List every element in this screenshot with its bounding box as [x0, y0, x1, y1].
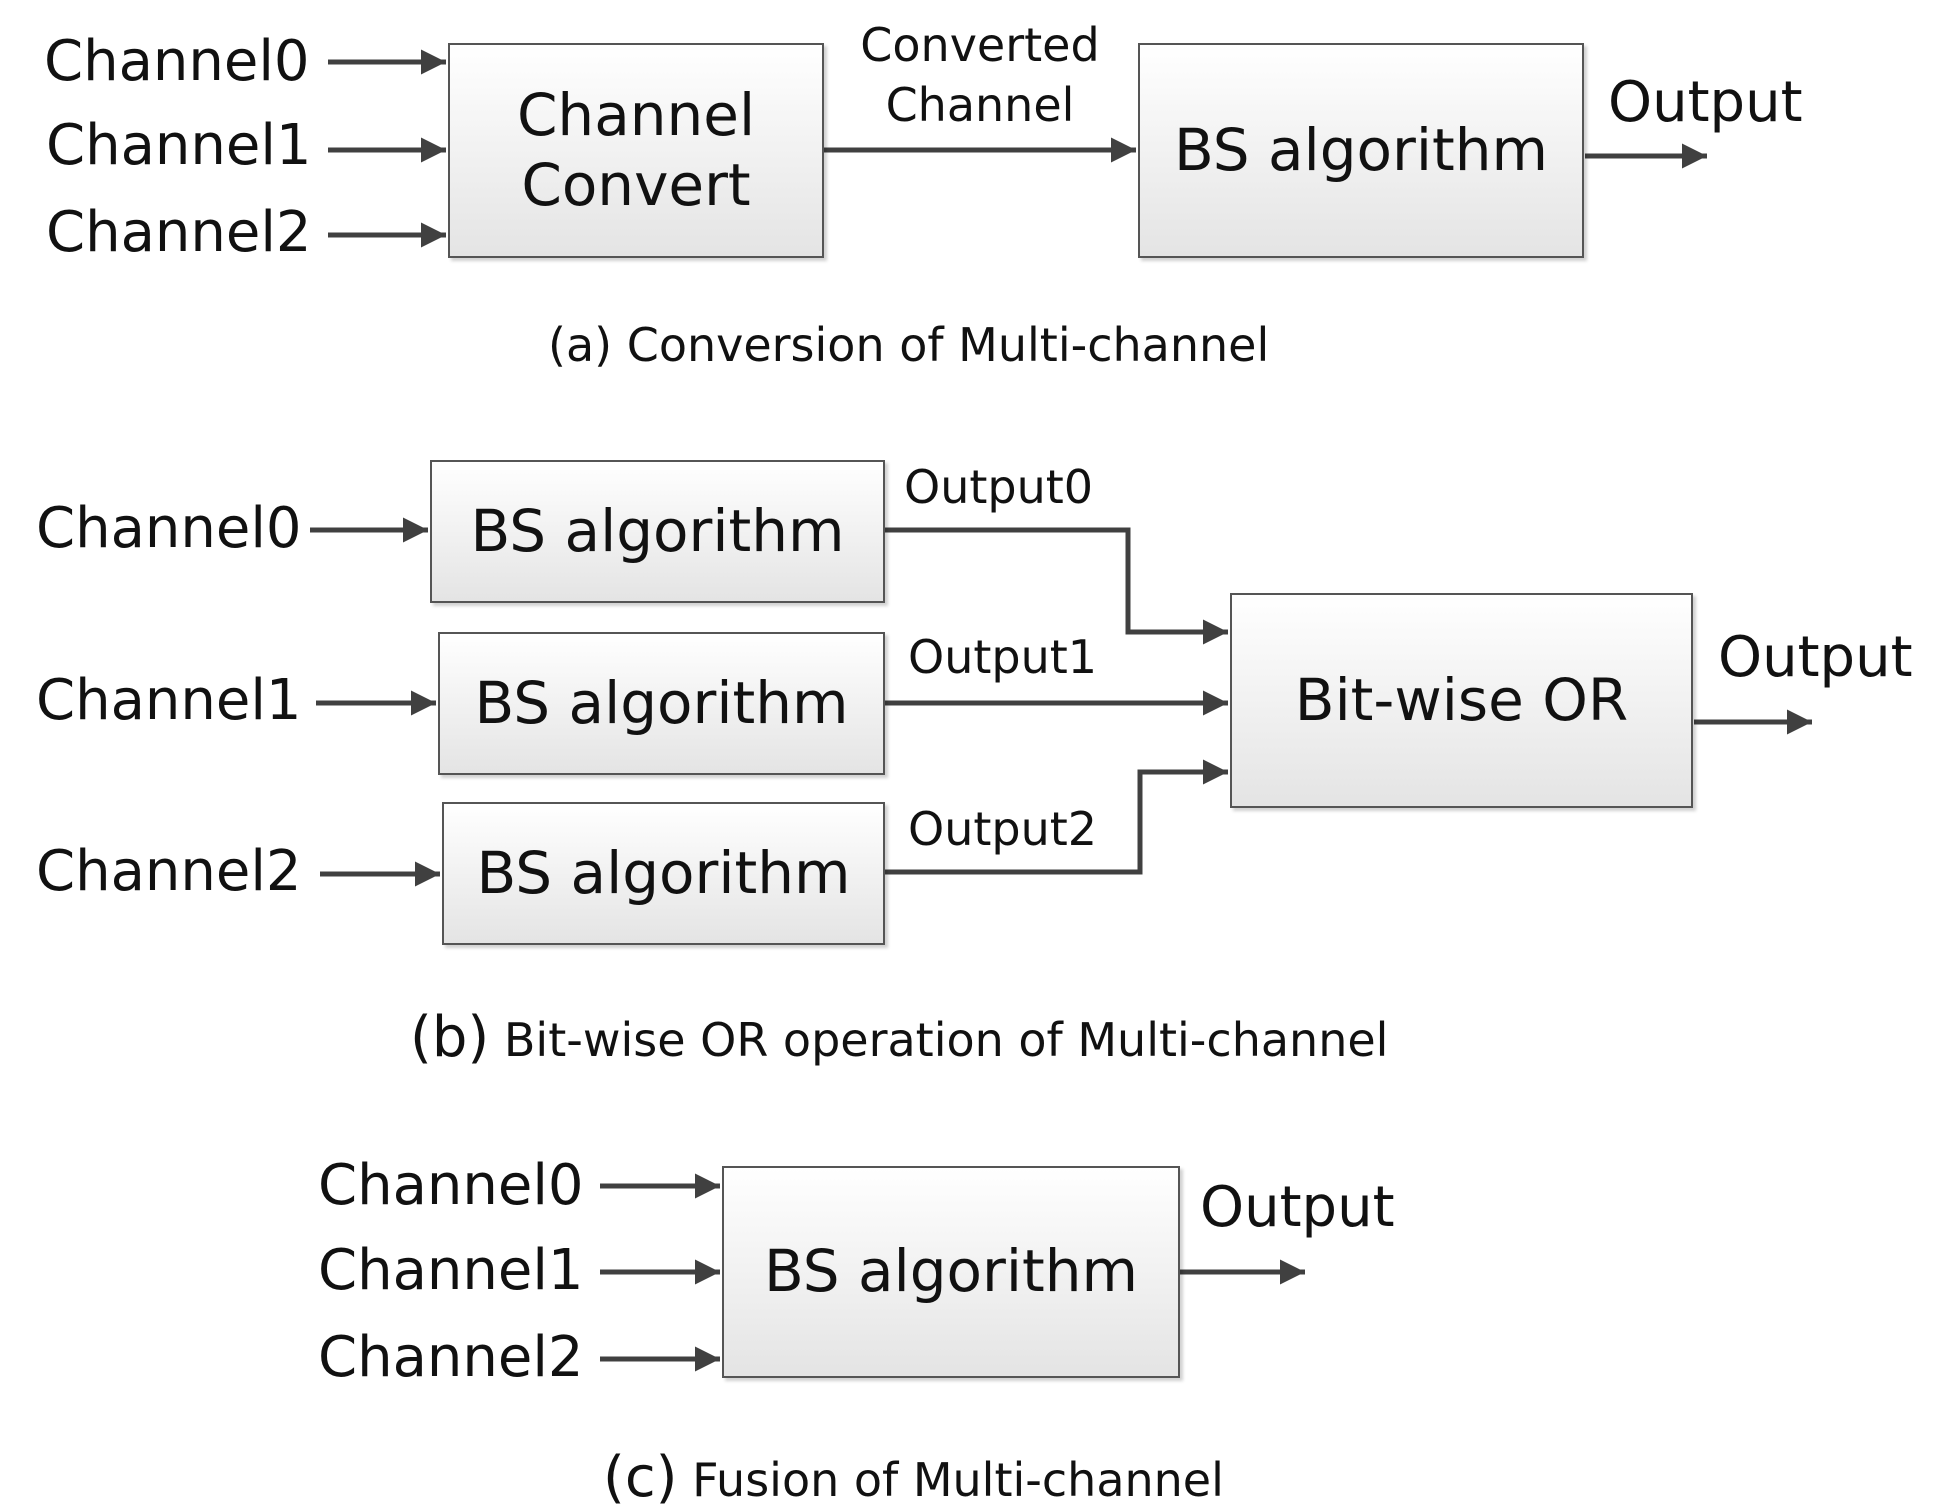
caption-b: (b) Bit-wise OR operation of Multi-chann… — [410, 1010, 1388, 1066]
panel-a-input-label: Channel2 — [46, 200, 312, 265]
output2-label: Output2 — [908, 802, 1098, 856]
output0-label: Output0 — [904, 460, 1094, 514]
bitwise-or-label: Bit-wise OR — [1294, 665, 1629, 734]
caption-b-tag: (b) — [410, 1005, 490, 1070]
panel-c-input-label: Channel0 — [318, 1153, 584, 1218]
bs-algorithm-label: BS algorithm — [764, 1237, 1138, 1306]
bs-algorithm-box-c: BS algorithm — [722, 1166, 1180, 1378]
bs-algorithm-label: BS algorithm — [476, 838, 851, 907]
caption-c: (c) Fusion of Multi-channel — [603, 1450, 1224, 1506]
arrow-b-output0 — [883, 527, 1228, 645]
panel-b-input-label: Channel2 — [36, 839, 302, 904]
panel-b-input-label: Channel0 — [36, 496, 302, 561]
bs-algorithm-box-b0: BS algorithm — [430, 460, 885, 603]
panel-a-input-label: Channel0 — [44, 29, 310, 94]
caption-a: (a) Conversion of Multi-channel — [548, 318, 1270, 372]
channel-convert-line: Convert — [521, 150, 751, 219]
converted-channel-line: Converted — [860, 18, 1100, 72]
bs-algorithm-label: BS algorithm — [470, 496, 845, 565]
caption-c-tag: (c) — [603, 1445, 678, 1510]
panel-c-output-label: Output — [1200, 1175, 1395, 1240]
channel-convert-box: Channel Convert — [448, 43, 824, 258]
bitwise-or-box: Bit-wise OR — [1230, 593, 1693, 808]
panel-b-input-label: Channel1 — [36, 668, 302, 733]
converted-channel-label: Converted Channel — [850, 16, 1110, 136]
bs-algorithm-box-a: BS algorithm — [1138, 43, 1584, 258]
bs-algorithm-box-b1: BS algorithm — [438, 632, 885, 775]
panel-a-output-label: Output — [1608, 70, 1803, 135]
converted-channel-line: Channel — [885, 77, 1075, 132]
panel-b-output-label: Output — [1718, 625, 1913, 690]
bs-algorithm-box-b2: BS algorithm — [442, 802, 885, 945]
panel-c-input-label: Channel2 — [318, 1325, 584, 1390]
output1-label: Output1 — [908, 630, 1098, 684]
bs-algorithm-label: BS algorithm — [474, 668, 849, 737]
arrow-b-output2 — [883, 759, 1228, 875]
caption-b-text: Bit-wise OR operation of Multi-channel — [489, 1013, 1389, 1067]
panel-c-input-label: Channel1 — [318, 1238, 584, 1303]
bs-algorithm-label: BS algorithm — [1174, 115, 1548, 184]
panel-a-input-label: Channel1 — [46, 113, 312, 178]
caption-c-text: Fusion of Multi-channel — [677, 1453, 1224, 1507]
channel-convert-line: Channel — [516, 80, 756, 149]
